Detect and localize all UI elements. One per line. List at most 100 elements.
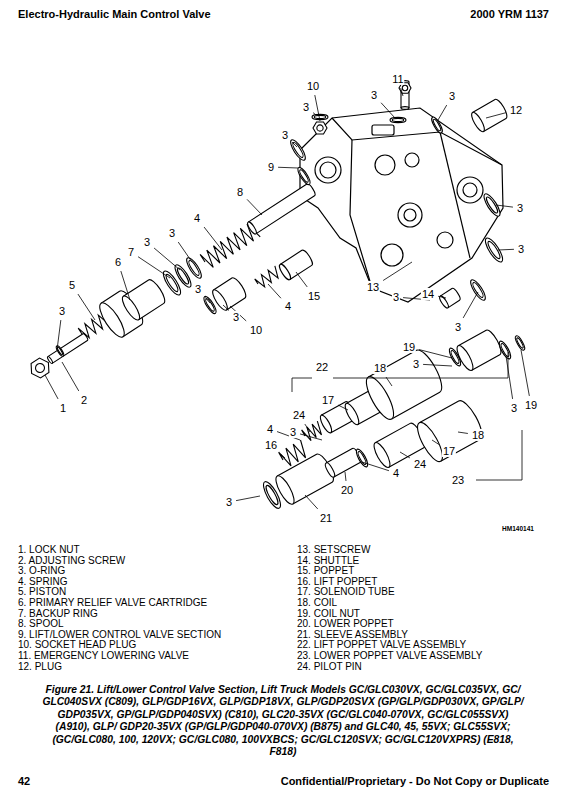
drawing-stroke [255, 266, 282, 289]
drawing-stroke [210, 288, 230, 312]
drawing-stroke [497, 340, 513, 361]
leader-lines [45, 88, 529, 509]
drawing-stroke [468, 278, 488, 302]
callout-number: 23 [451, 474, 465, 486]
leader-line [278, 167, 298, 169]
callout-number: 3 [392, 291, 400, 303]
cyl-part [119, 277, 167, 322]
drawing-stroke [312, 114, 328, 119]
callout-number: 13 [366, 281, 380, 293]
leader-line [236, 496, 260, 501]
leader-line [423, 364, 452, 366]
drawing-stroke [187, 259, 200, 276]
leader-line [45, 375, 58, 399]
drawing-stroke [375, 155, 395, 175]
callout-number: 17 [321, 394, 335, 406]
leader-line [205, 297, 210, 303]
valve-parts [27, 81, 526, 511]
callout-number: 3 [516, 202, 524, 214]
leader-line [498, 249, 514, 251]
cyl-part [47, 333, 89, 364]
drawing-stroke [302, 421, 325, 442]
spring-part [279, 440, 310, 468]
callout-number: 11 [391, 73, 404, 85]
parts-list-item: 20. LOWER POPPET [297, 618, 394, 629]
leader-line [401, 88, 403, 96]
cyl-part [469, 98, 509, 134]
drawing-stroke [292, 352, 508, 392]
callout-number: 3 [194, 283, 202, 295]
cyl-part [413, 397, 487, 464]
callout-number: 3 [510, 402, 518, 414]
leader-line [506, 356, 513, 399]
leader-line [362, 462, 389, 471]
drawing-stroke [176, 267, 191, 286]
drawing-stroke [324, 462, 336, 479]
leader-line [78, 294, 95, 320]
ring-part [312, 114, 328, 119]
drawing-stroke [314, 115, 326, 118]
parts-list-item: 16. LIFT POPPET [297, 576, 377, 587]
callout-number: 4 [392, 467, 400, 479]
drawing-stroke [430, 116, 444, 135]
drawing-stroke [405, 153, 419, 167]
callout-number: 15 [307, 290, 321, 302]
drawing-stroke [313, 122, 327, 134]
callout-number: 18 [373, 362, 387, 374]
drawing-stroke [119, 294, 142, 323]
leader-line [300, 434, 322, 440]
ring-part [497, 340, 513, 361]
parts-list-item: 6. PRIMARY RELIEF VALVE CARTRIDGE [18, 597, 207, 608]
leader-line [313, 113, 316, 115]
drawing-stroke [471, 281, 484, 298]
parts-list-item: 12. PLUG [18, 661, 62, 672]
callout-number: 7 [127, 246, 135, 258]
ring-part [288, 138, 308, 162]
leader-line [521, 350, 529, 396]
drawing-stroke [34, 362, 46, 374]
drawing-code: HM140141 [502, 525, 534, 532]
spring-part [255, 266, 282, 289]
parts-list-item: 5. PISTON [18, 586, 66, 597]
parts-list-item: 18. COIL [297, 597, 337, 608]
callout-number: 3 [448, 90, 456, 102]
leader-line [438, 105, 447, 120]
ring-part [296, 166, 312, 186]
drawing-stroke [248, 183, 316, 234]
drawing-stroke [315, 157, 341, 183]
cyl-part [273, 452, 337, 507]
drawing-stroke [273, 473, 298, 506]
parts-list-item: 10. SOCKET HEAD PLUG [18, 639, 136, 650]
drawing-stroke [317, 125, 323, 131]
drawing-stroke [320, 162, 336, 178]
callout-number: 17 [442, 445, 456, 457]
leader-line [292, 142, 297, 147]
drawing-stroke [432, 118, 442, 131]
callout-number: 18 [471, 429, 485, 441]
callout-number: 4 [266, 423, 274, 435]
leader-line [62, 362, 79, 391]
callout-number: 3 [225, 496, 233, 508]
parts-list-item: 24. PILOT PIN [297, 661, 362, 672]
page-footer: 42 [18, 775, 30, 787]
drawing-stroke [204, 298, 215, 312]
callout-number: 22 [315, 361, 329, 373]
drawing-stroke [437, 232, 453, 248]
parts-list-item: 9. LIFT/LOWER CONTROL VALVE SECTION [18, 629, 221, 640]
leader-line [496, 205, 513, 207]
drawing-stroke [469, 111, 486, 134]
hex-part [27, 355, 53, 380]
leader-line [400, 452, 410, 458]
leader-line [223, 305, 229, 310]
drawing-stroke [27, 355, 53, 380]
callout-number: 19 [402, 341, 416, 353]
spring-part [200, 222, 260, 270]
drawing-stroke [246, 221, 258, 235]
drawing-stroke [438, 295, 450, 309]
drawing-stroke [500, 343, 510, 358]
ring-part [390, 117, 406, 122]
callout-number: 2 [80, 394, 88, 406]
parts-list-item: 14. SHUTTLE [297, 555, 359, 566]
drawing-stroke [404, 209, 416, 221]
ring-part [468, 278, 488, 302]
